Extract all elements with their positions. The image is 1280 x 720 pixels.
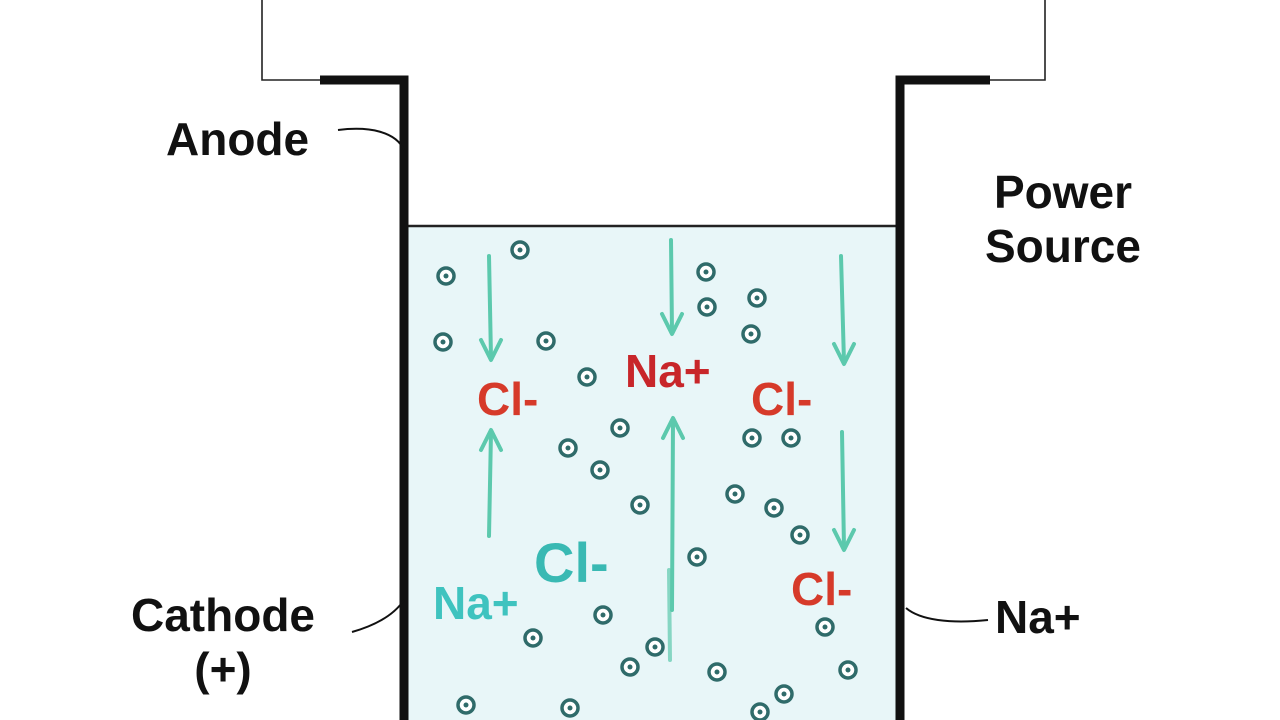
particle-core [627,664,633,670]
circuit-wire [261,0,322,81]
migration-arrows [479,238,856,662]
arrow-down [660,238,684,336]
particle-core [530,635,536,641]
power-source-label: Power Source [985,165,1141,273]
arrow-up [479,428,503,538]
arrow-down [832,430,856,552]
particle-core [754,295,760,301]
chloride-ion-label: Cl- [791,563,853,615]
particle-core [781,691,787,697]
particle-core [845,667,851,673]
arrow-down [832,254,856,366]
arrow-down [479,254,503,362]
particle-core [584,374,590,380]
particle-core [517,247,523,253]
particle-core [565,445,571,451]
dissolved-particles [433,240,858,720]
particle-core [797,532,803,538]
particle-core [637,502,643,508]
particle-core [788,435,794,441]
particle-core [771,505,777,511]
right-electrode [895,75,990,720]
chloride-ion-label: Cl- [534,531,609,594]
particle-core [567,705,573,711]
particle-core [749,435,755,441]
particle-core [463,702,469,708]
particle-core [600,612,606,618]
particle-core [617,425,623,431]
chloride-ion-label: Cl- [751,373,813,425]
cathode-label-line2: (+) [194,643,252,695]
particle-core [714,669,720,675]
particle-core [703,269,709,275]
power-source-label-line1: Power [993,166,1132,218]
particle-core [440,339,446,345]
particle-core [652,644,658,650]
particle-core [732,491,738,497]
na-ion-label-right: Na+ [995,591,1081,643]
power-source-label-line2: Source [985,220,1141,272]
particle-core [748,331,754,337]
sodium-ion-label: Na+ [625,345,711,397]
particle-core [822,624,828,630]
particle-core [597,467,603,473]
anode-label: Anode [166,113,310,165]
arrow-down-faint [667,568,672,662]
arrow-up [661,416,685,612]
cathode-leader-line [351,599,405,633]
cathode-label: Cathode (+) [131,588,315,696]
circuit-wire-right [988,0,1046,81]
particle-core [543,338,549,344]
sodium-ion-label: Na+ [433,577,519,629]
particle-core [443,273,449,279]
particle-core [757,709,763,715]
anode-leader-line [337,127,405,151]
chloride-ion-label: Cl- [477,373,539,425]
particle-core [694,554,700,560]
particle-core [704,304,710,310]
left-electrode [320,75,409,720]
cathode-label-line1: Cathode [131,589,315,641]
na-right-leader-line [905,607,989,623]
